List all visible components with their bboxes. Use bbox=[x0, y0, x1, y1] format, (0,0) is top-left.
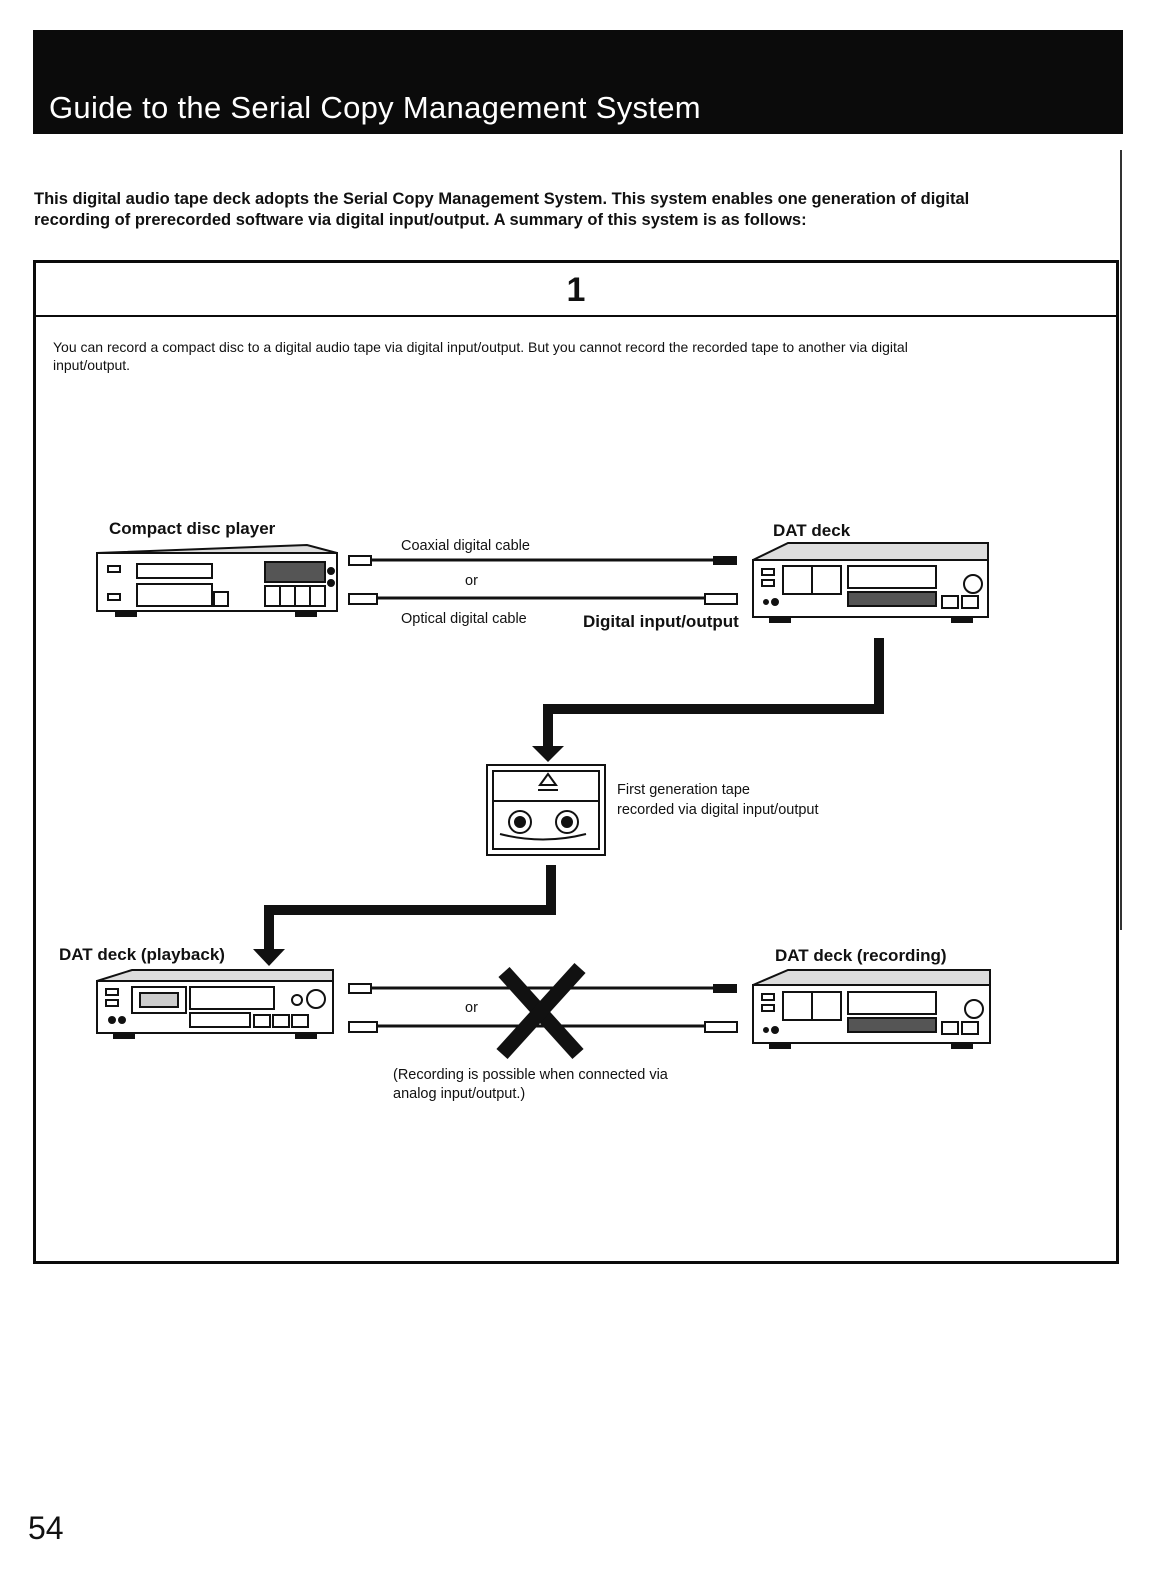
dat-playback-label: DAT deck (playback) bbox=[59, 945, 225, 964]
top-coaxial-label: Coaxial digital cable bbox=[401, 538, 530, 554]
bottom-or-label: or bbox=[465, 1000, 478, 1016]
section-number: 1 bbox=[566, 271, 586, 309]
cd-player-label: Compact disc player bbox=[109, 519, 276, 538]
margin-rule bbox=[1120, 150, 1122, 930]
tape-caption-line1: First generation tape bbox=[617, 782, 750, 798]
page-title: Guide to the Serial Copy Management Syst… bbox=[49, 90, 701, 125]
top-digital-io-label: Digital input/output bbox=[583, 612, 739, 631]
arrow-to-tape bbox=[532, 638, 884, 762]
analog-note-line1: (Recording is possible when connected vi… bbox=[393, 1067, 668, 1083]
bottom-coaxial-cable bbox=[348, 983, 737, 994]
tape-caption-line2: recorded via digital input/output bbox=[617, 802, 819, 818]
arrow-to-playback-deck bbox=[253, 865, 556, 966]
dat-deck-label: DAT deck bbox=[773, 521, 851, 540]
top-optical-cable bbox=[348, 593, 738, 605]
cd-player-illustration bbox=[96, 543, 338, 617]
dat-deck-playback-illustration bbox=[96, 969, 334, 1039]
page-number: 54 bbox=[28, 1510, 64, 1546]
dat-deck-illustration bbox=[752, 542, 989, 623]
prohibited-x-mark bbox=[496, 962, 586, 1060]
section-box: 1 You can record a compact disc to a dig… bbox=[33, 260, 1119, 1264]
top-or-label: or bbox=[465, 573, 478, 589]
section-description: You can record a compact disc to a digit… bbox=[53, 339, 908, 373]
analog-note-line2: analog input/output.) bbox=[393, 1086, 526, 1102]
bottom-optical-cable bbox=[348, 1021, 738, 1033]
top-coaxial-cable bbox=[348, 555, 737, 566]
header-bar: Guide to the Serial Copy Management Syst… bbox=[33, 30, 1123, 134]
dat-tape-illustration bbox=[486, 764, 606, 856]
top-optical-label: Optical digital cable bbox=[401, 611, 527, 627]
intro-paragraph: This digital audio tape deck adopts the … bbox=[34, 190, 970, 229]
dat-recording-label: DAT deck (recording) bbox=[775, 946, 947, 965]
section-header: 1 bbox=[36, 263, 1116, 317]
dat-deck-recording-illustration bbox=[752, 969, 991, 1049]
